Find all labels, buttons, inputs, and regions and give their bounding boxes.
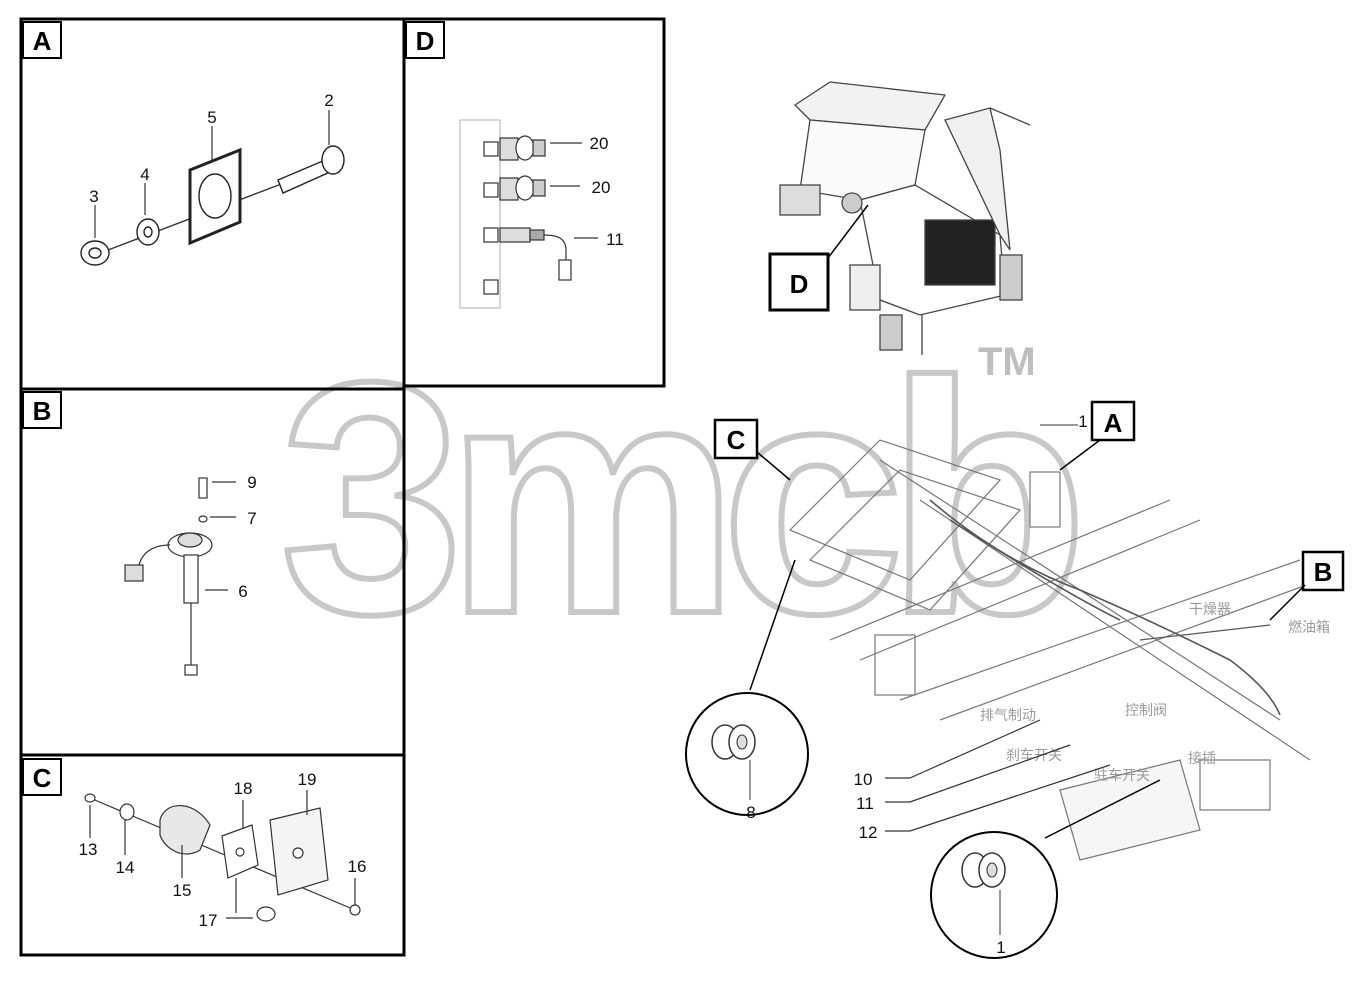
label-9: 9 <box>247 473 256 492</box>
label-20a: 20 <box>590 134 609 153</box>
detail-circle-1 <box>930 779 1161 959</box>
callout-d: D <box>768 204 869 312</box>
label-2: 2 <box>324 91 333 110</box>
label-20b: 20 <box>592 178 611 197</box>
panel-b-drawing <box>124 477 213 676</box>
nut-17 <box>256 906 276 922</box>
chassis-frame <box>788 439 1321 861</box>
label-14: 14 <box>116 858 135 877</box>
panel-b-leaders <box>205 481 236 591</box>
callout-c: C <box>713 418 791 481</box>
washer-c <box>119 803 135 821</box>
label-13: 13 <box>79 840 98 859</box>
label-12: 12 <box>859 823 878 842</box>
callout-d-letter: D <box>790 269 809 299</box>
panel-a-tag: A <box>22 21 62 59</box>
panel-c-frame <box>19 753 406 957</box>
sensor-plug <box>124 564 144 582</box>
cn-valve: 控制阀 <box>1125 702 1167 718</box>
label-5: 5 <box>207 108 216 127</box>
cab-grille <box>924 219 996 286</box>
panel-d-letter: D <box>416 26 435 56</box>
callout-a-letter: A <box>1104 408 1123 438</box>
label-3: 3 <box>89 187 98 206</box>
panel-c-letter: C <box>33 763 52 793</box>
panel-d-leaders <box>550 142 598 239</box>
panel-a-drawing <box>80 145 345 266</box>
callout-a: A <box>1040 400 1136 471</box>
callout-b: B <box>1269 550 1345 621</box>
truck-cab <box>779 81 1031 355</box>
cn-park-switch: 驻车开关 <box>1094 767 1150 783</box>
panel-d-tag: D <box>405 21 445 59</box>
panel-c-leaders <box>89 790 356 919</box>
panel-b-letter: B <box>33 396 52 426</box>
label-7: 7 <box>247 509 256 528</box>
callout-b-letter: B <box>1314 557 1333 587</box>
light-housing <box>159 805 211 855</box>
label-11: 11 <box>856 794 874 813</box>
label-1-detail: 1 <box>996 938 1005 957</box>
label-4: 4 <box>140 165 149 184</box>
watermark-tm: TM <box>978 340 1036 384</box>
callout-c-letter: C <box>727 425 746 455</box>
cn-fuel-tank: 燃油箱 <box>1288 619 1330 635</box>
chinese-annotations: 干燥器 燃油箱 排气制动 控制阀 刹车开关 驻车开关 接插 <box>980 601 1330 783</box>
panel-frames <box>19 17 666 957</box>
panel-a-letter: A <box>33 26 52 56</box>
label-17: 17 <box>199 911 218 930</box>
leaders-10-12 <box>885 719 1111 832</box>
panel-b-tag: B <box>22 391 62 429</box>
label-11-d: 11 <box>606 230 624 249</box>
cn-interface: 接插 <box>1188 750 1216 766</box>
label-15: 15 <box>173 881 192 900</box>
panel-c-tag: C <box>22 758 62 796</box>
detail-circle-8 <box>685 559 809 816</box>
panel-a-leaders <box>94 110 330 238</box>
cn-exhaust-brake: 排气制动 <box>980 707 1036 723</box>
panel-c-drawing <box>84 793 361 922</box>
cn-brake-switch: 刹车开关 <box>1006 747 1062 763</box>
watermark: 3mcb TM <box>277 310 1098 685</box>
screw-part <box>198 477 208 499</box>
label-19: 19 <box>298 770 317 789</box>
label-16: 16 <box>348 857 367 876</box>
cn-dryer: 干燥器 <box>1189 601 1231 617</box>
label-1-top: 1 <box>1078 412 1087 431</box>
label-6: 6 <box>238 582 247 601</box>
panel-d-drawing <box>459 119 572 309</box>
label-10: 10 <box>854 770 873 789</box>
panel-d-frame <box>402 17 666 388</box>
label-8: 8 <box>746 803 755 822</box>
watermark-text: 3mcb <box>280 313 1077 682</box>
label-18: 18 <box>234 779 253 798</box>
